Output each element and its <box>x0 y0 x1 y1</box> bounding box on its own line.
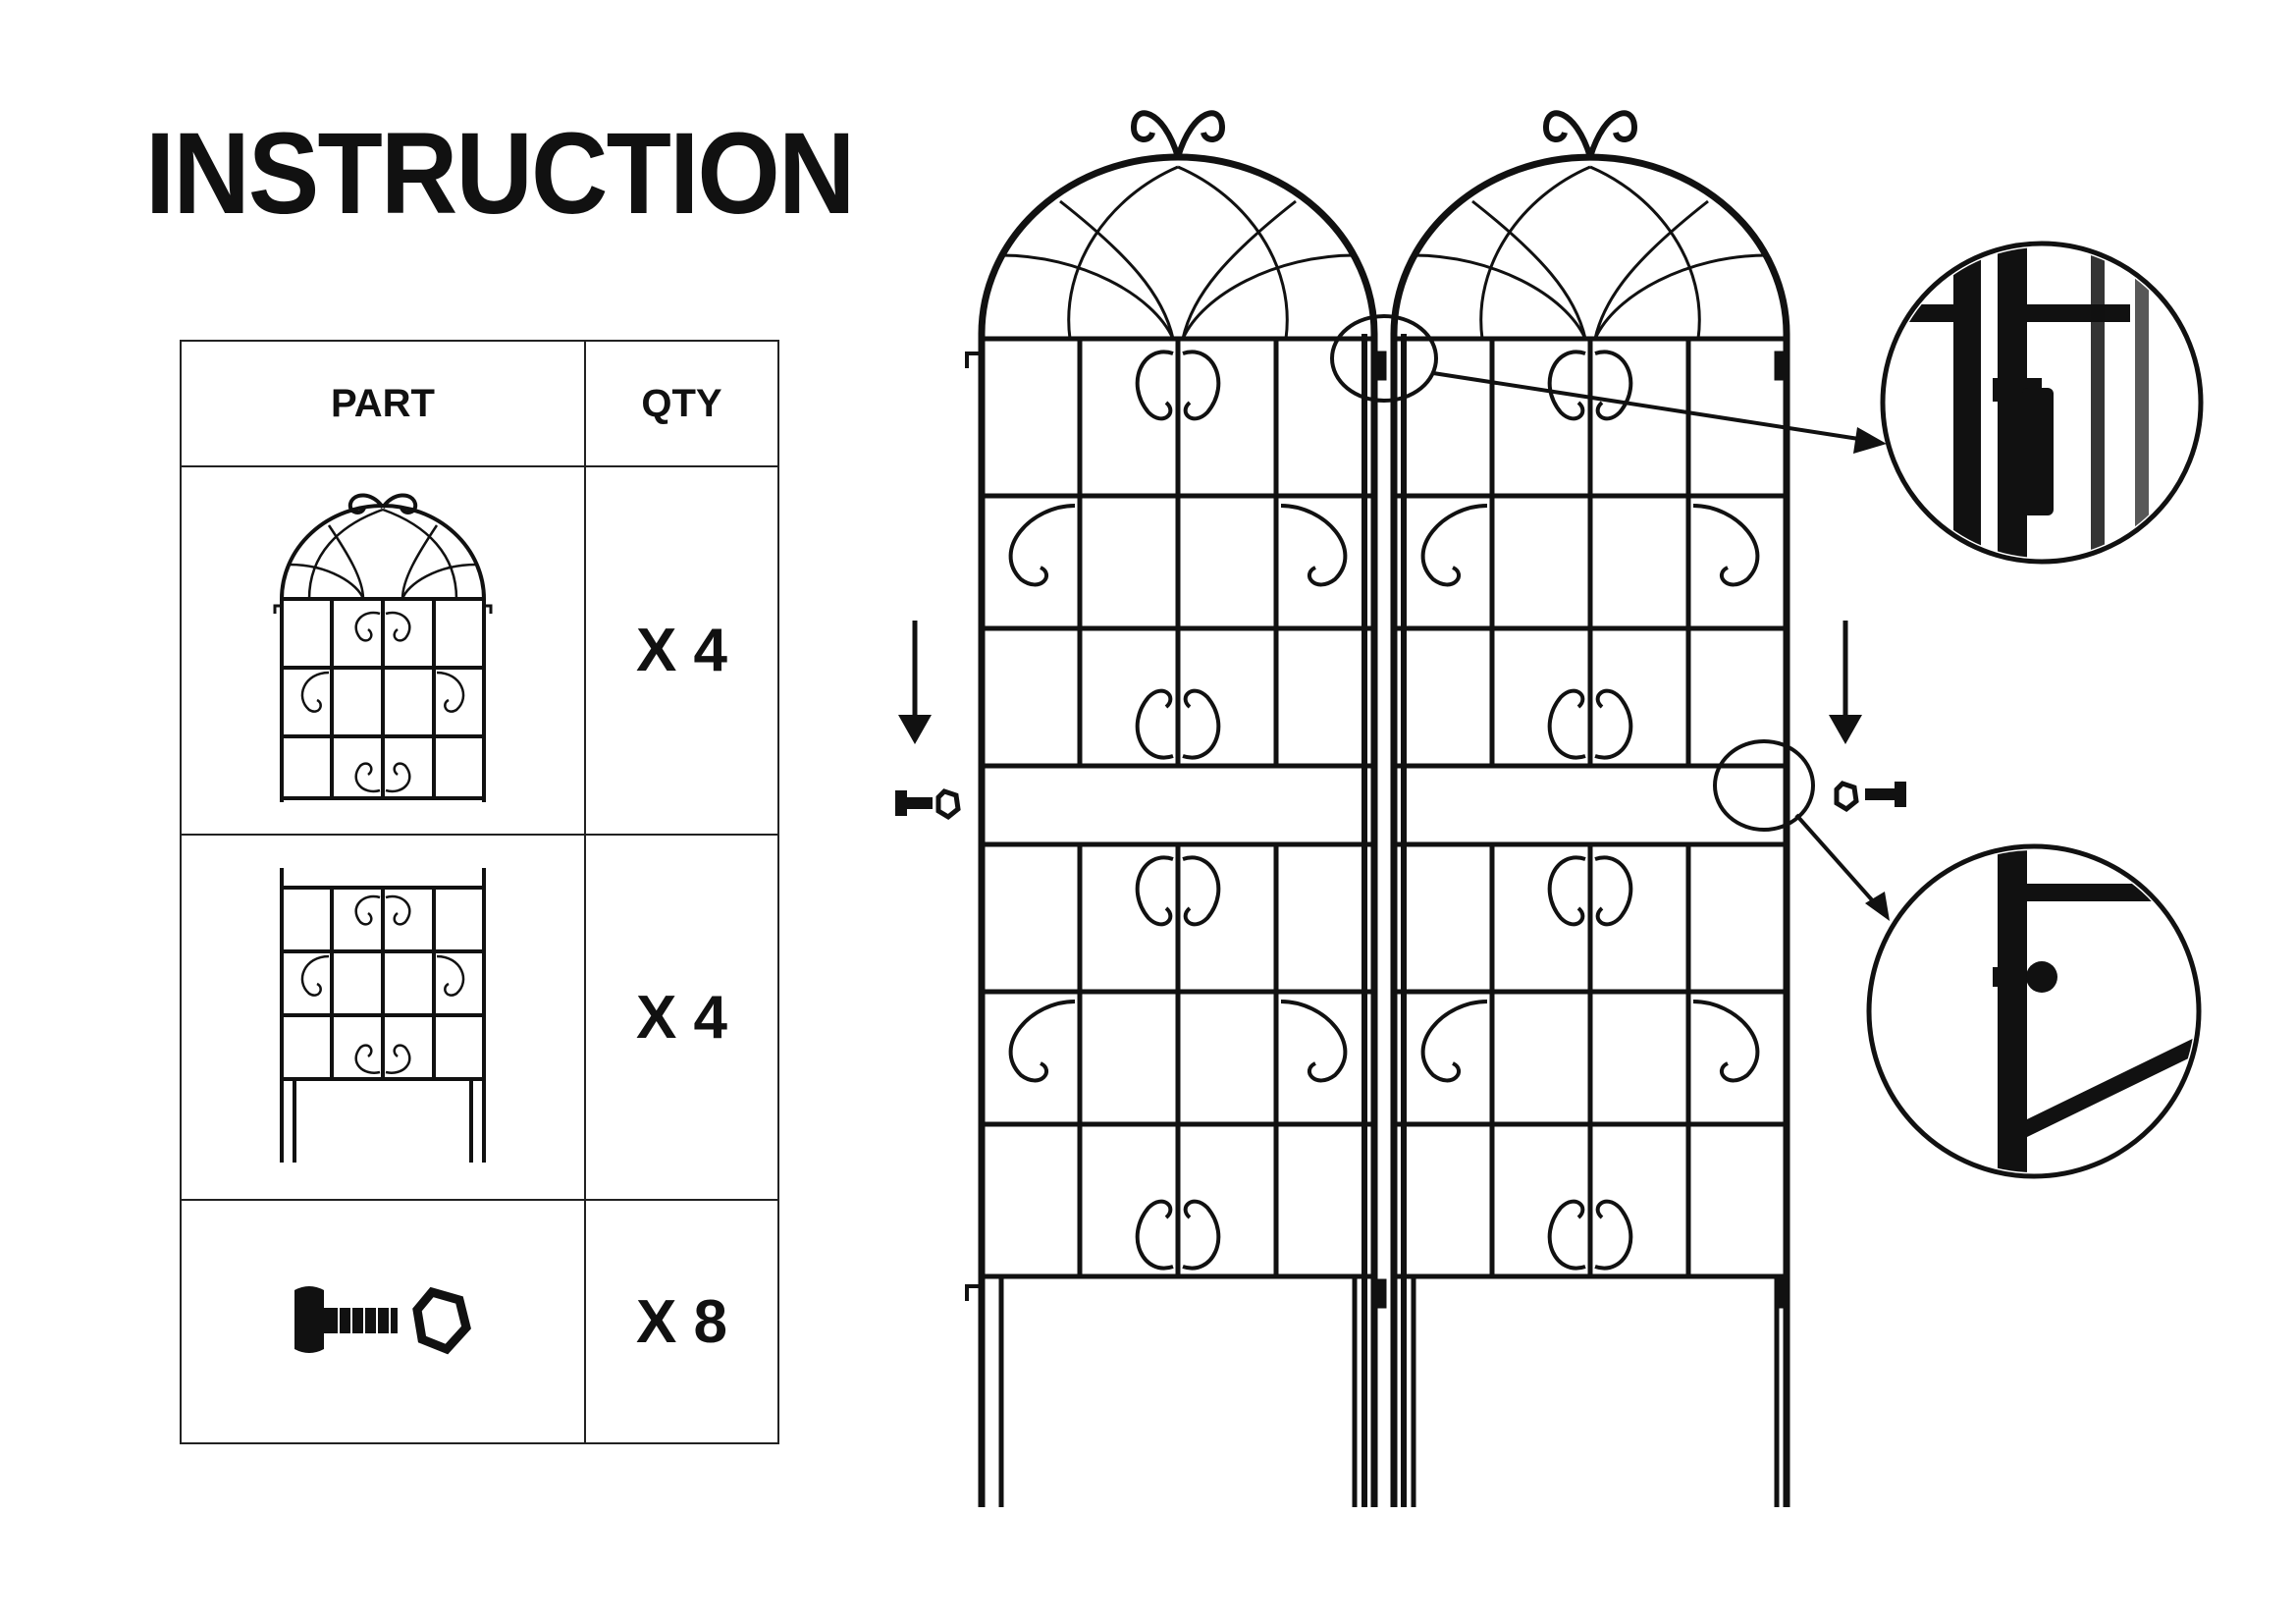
right-trellis-panel <box>1371 110 1790 1507</box>
qty-header: QTY <box>584 340 779 467</box>
arched-trellis-top-panel-icon <box>273 493 493 802</box>
down-arrow-icon <box>898 621 932 744</box>
qty-cell: X 4 <box>584 465 779 836</box>
trellis-bottom-panel-with-stakes-icon <box>280 867 486 1163</box>
hook-callout-circle <box>1330 314 1438 403</box>
part-cell <box>180 834 586 1201</box>
qty-cell: X 8 <box>584 1199 779 1444</box>
table-row: X 4 <box>180 465 779 836</box>
callout-arrow-icon <box>1794 813 1890 921</box>
down-arrow-icon <box>1829 621 1862 744</box>
bolt-and-nut-icon <box>1834 781 1906 813</box>
parts-table: PART QTY <box>180 340 779 1444</box>
bolt-connection-detail-icon <box>1866 843 2202 1179</box>
bolt-and-nut-icon <box>895 788 961 821</box>
bolt-and-nut-icon <box>294 1285 471 1354</box>
bolt-callout-circle <box>1713 739 1815 832</box>
part-cell <box>180 465 586 836</box>
qty-cell: X 4 <box>584 834 779 1201</box>
part-cell <box>180 1199 586 1444</box>
table-row: X 4 <box>180 834 779 1201</box>
page-title: INSTRUCTION <box>145 109 855 239</box>
left-trellis-panel <box>965 110 1378 1507</box>
hook-connection-detail-icon <box>1880 241 2204 565</box>
callout-arrow-icon <box>1432 371 1887 454</box>
table-row: X 8 <box>180 1199 779 1444</box>
table-header-row: PART QTY <box>180 340 779 467</box>
part-header: PART <box>180 340 586 467</box>
